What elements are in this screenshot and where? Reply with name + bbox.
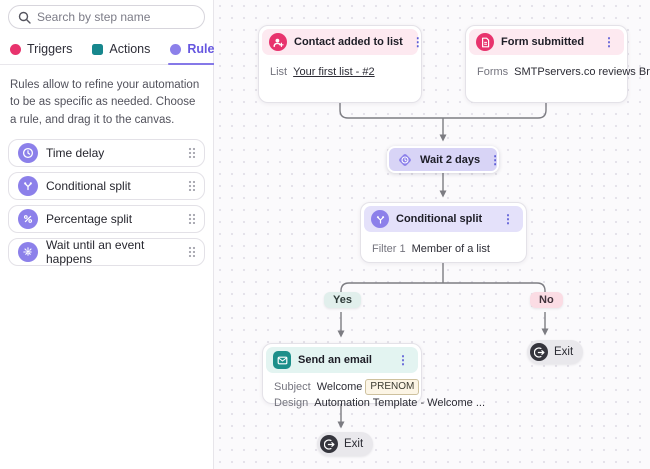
- node-title: Wait 2 days: [420, 153, 481, 166]
- event-icon: [18, 241, 38, 262]
- tab-actions[interactable]: Actions: [82, 38, 160, 64]
- field-label: Filter 1: [372, 243, 406, 255]
- node-menu-icon[interactable]: ⋮: [489, 152, 502, 167]
- branch-label-yes: Yes: [324, 292, 361, 308]
- percentage-icon: [18, 208, 38, 229]
- workflow-canvas[interactable]: Contact added to list ⋮ List Your first l…: [214, 0, 650, 469]
- contact-add-icon: [269, 33, 287, 51]
- node-menu-icon[interactable]: ⋮: [502, 212, 514, 226]
- node-body: List Your first list - #2: [259, 58, 421, 87]
- exit-label: Exit: [344, 438, 364, 450]
- drag-handle-icon[interactable]: [188, 246, 195, 258]
- node-title: Contact added to list: [294, 36, 403, 48]
- node-wait-2-days[interactable]: Wait 2 days ⋮: [387, 146, 501, 173]
- actions-square-icon: [92, 43, 104, 55]
- rules-description: Rules allow to refine your automation to…: [10, 79, 200, 126]
- rule-item-conditional-split[interactable]: Conditional split: [8, 171, 205, 200]
- node-header: Send an email ⋮: [266, 347, 418, 373]
- search-input[interactable]: [37, 10, 195, 24]
- email-design-row: Design Automation Template - Welcome ...: [274, 396, 485, 412]
- exit-node-no-branch[interactable]: Exit: [527, 340, 584, 364]
- exit-label: Exit: [554, 346, 574, 358]
- email-icon: [273, 351, 291, 369]
- node-header: Conditional split ⋮: [364, 206, 523, 232]
- form-name: SMTPservers.co reviews Brevo: [514, 66, 650, 78]
- tab-rules[interactable]: Rules: [160, 38, 231, 65]
- rules-dot-icon: [170, 43, 182, 55]
- filter-value: Member of a list: [411, 243, 490, 255]
- node-title: Send an email: [298, 354, 372, 366]
- search-box[interactable]: [8, 5, 205, 29]
- node-header: Form submitted ⋮: [469, 29, 624, 55]
- rule-item-wait-event[interactable]: Wait until an event happens: [8, 237, 205, 266]
- node-send-an-email[interactable]: Send an email ⋮ Subject Welcome PRENOM De…: [262, 343, 485, 409]
- node-contact-added-to-list[interactable]: Contact added to list ⋮ List Your first l…: [258, 25, 424, 103]
- tab-triggers-label: Triggers: [27, 42, 73, 56]
- node-title: Form submitted: [501, 36, 585, 48]
- node-form-submitted[interactable]: Form submitted ⋮ Forms SMTPservers.co rev…: [465, 25, 650, 103]
- wait-diamond-clock-icon: [397, 152, 413, 168]
- clock-icon: [18, 142, 38, 163]
- drag-handle-icon[interactable]: [188, 213, 195, 225]
- node-menu-icon[interactable]: ⋮: [397, 353, 409, 367]
- exit-icon: [530, 343, 548, 361]
- node-body: Forms SMTPservers.co reviews Brevo: [466, 58, 650, 87]
- email-subject-row: Subject Welcome PRENOM: [274, 379, 420, 396]
- node-menu-icon[interactable]: ⋮: [411, 35, 424, 49]
- tab-triggers[interactable]: Triggers: [0, 38, 82, 64]
- node-title: Conditional split: [396, 213, 483, 225]
- node-header: Contact added to list ⋮: [262, 29, 424, 55]
- triggers-dot-icon: [10, 43, 21, 55]
- field-label: Design: [274, 396, 309, 409]
- step-type-tabs: Triggers Actions Rules: [0, 38, 224, 65]
- tab-rules-label: Rules: [187, 42, 222, 56]
- exit-icon: [320, 435, 338, 453]
- node-menu-icon[interactable]: ⋮: [603, 35, 615, 49]
- personalization-tag: PRENOM: [365, 379, 420, 395]
- list-link[interactable]: Your first list - #2: [293, 66, 375, 78]
- drag-handle-icon[interactable]: [188, 180, 195, 192]
- drag-handle-icon[interactable]: [188, 147, 195, 159]
- subject-value: Welcome: [316, 381, 363, 393]
- search-icon: [18, 11, 31, 24]
- split-icon: [18, 175, 38, 196]
- rule-item-label: Wait until an event happens: [46, 237, 145, 266]
- field-label: Forms: [477, 66, 509, 78]
- field-label: List: [270, 66, 288, 78]
- split-icon: [371, 210, 389, 228]
- rule-item-label: Percentage split: [46, 211, 133, 226]
- rule-item-label: Conditional split: [46, 178, 131, 193]
- field-label: Subject: [274, 381, 311, 393]
- branch-label-no: No: [530, 292, 563, 308]
- node-body: Subject Welcome PRENOM Design Automation T…: [263, 376, 485, 418]
- rule-item-time-delay[interactable]: Time delay: [8, 138, 205, 167]
- design-value: Automation Template - Welcome ...: [314, 396, 486, 409]
- steps-sidebar: Triggers Actions Rules Rules allow to re…: [0, 0, 224, 469]
- tab-actions-label: Actions: [109, 42, 151, 56]
- rule-item-label: Time delay: [46, 145, 105, 160]
- node-conditional-split[interactable]: Conditional split ⋮ Filter 1 Member of a …: [360, 202, 527, 263]
- exit-node-bottom[interactable]: Exit: [317, 432, 374, 456]
- form-icon: [476, 33, 494, 51]
- node-body: Filter 1 Member of a list: [361, 235, 526, 264]
- rule-item-percentage-split[interactable]: Percentage split: [8, 204, 205, 233]
